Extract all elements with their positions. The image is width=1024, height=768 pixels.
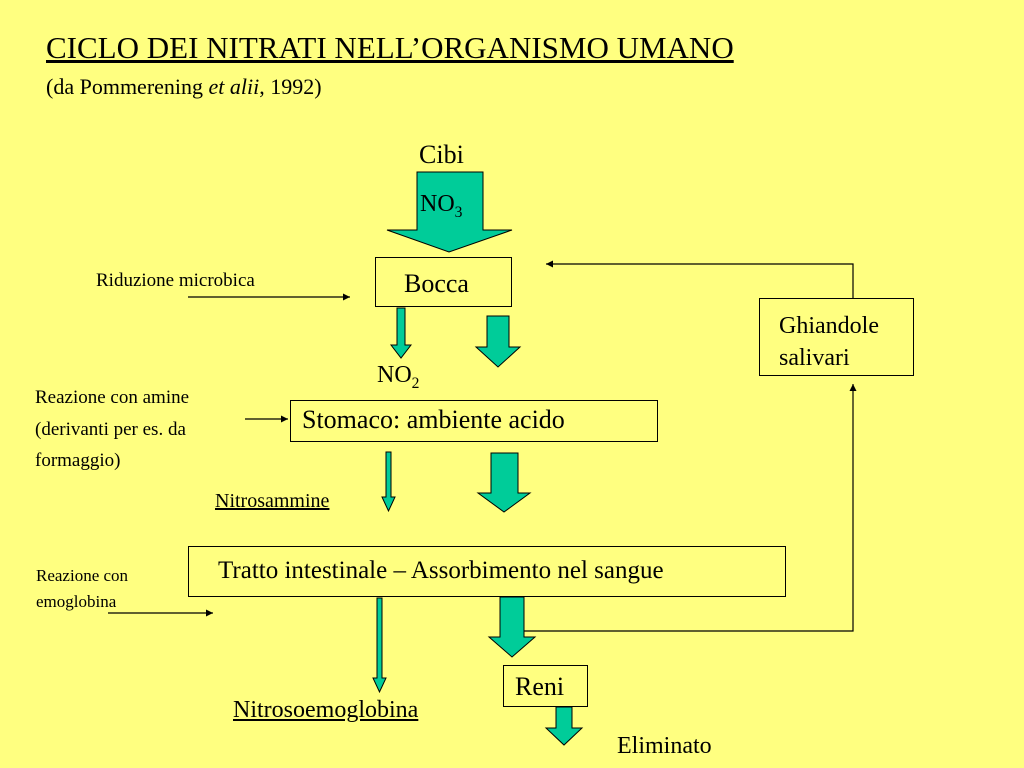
stomaco-label: Stomaco: ambiente acido xyxy=(302,405,565,434)
no3-subscript: 3 xyxy=(454,203,463,221)
no2-subscript: 2 xyxy=(411,374,420,392)
no2-label: NO2 xyxy=(377,362,419,393)
cibi-label: Cibi xyxy=(419,140,464,169)
no2-base: NO xyxy=(377,362,412,388)
emoglobina-label-line1: Reazione con xyxy=(36,566,129,585)
nitrosoemoglobina-label: Nitrosoemoglobina xyxy=(233,697,419,723)
amine-label-line1: Reazione con amine xyxy=(35,387,190,408)
ghiandole-box: Ghiandole salivari xyxy=(759,298,914,376)
subtitle-author: (da Pommerening xyxy=(46,74,209,99)
ghiandole-bocca-loop xyxy=(546,260,854,298)
ghiandole-line2: salivari xyxy=(779,345,850,371)
eliminato-label: Eliminato xyxy=(617,733,712,759)
no3-label: NO3 xyxy=(420,191,462,222)
bocca-label: Bocca xyxy=(404,269,469,298)
tratto-reni-arrow xyxy=(487,596,537,658)
reni-label: Reni xyxy=(515,672,565,701)
nitrosammine-thin-arrow xyxy=(381,451,396,513)
reni-box: Reni xyxy=(503,665,588,707)
bocca-stomaco-arrow xyxy=(474,315,522,368)
subtitle-year: , 1992) xyxy=(259,74,322,99)
tratto-label: Tratto intestinale – Assorbimento nel sa… xyxy=(218,557,664,584)
riduzione-label: Riduzione microbica xyxy=(96,270,255,291)
no3-base: NO xyxy=(420,191,455,217)
reni-eliminato-arrow xyxy=(544,706,584,746)
stomaco-tratto-arrow xyxy=(476,452,532,513)
subtitle: (da Pommerening et alii, 1992) xyxy=(46,74,322,100)
ghiandole-line1: Ghiandole xyxy=(779,313,879,339)
tratto-ghiandole-loop xyxy=(524,384,857,632)
nitrosammine-label: Nitrosammine xyxy=(215,490,330,512)
amine-label-line2: (derivanti per es. da xyxy=(35,419,186,440)
page-title: CICLO DEI NITRATI NELL’ORGANISMO UMANO xyxy=(46,30,734,65)
tratto-box: Tratto intestinale – Assorbimento nel sa… xyxy=(188,546,786,597)
subtitle-etalii: et alii xyxy=(208,74,260,99)
emoglobina-label-line2: emoglobina xyxy=(36,592,117,611)
bocca-box: Bocca xyxy=(375,257,512,307)
nitrosoemoglobina-thin-arrow xyxy=(372,597,387,694)
amine-label-line3: formaggio) xyxy=(35,450,121,471)
no2-thin-arrow xyxy=(389,307,413,359)
stomaco-box: Stomaco: ambiente acido xyxy=(290,400,658,442)
food-input-arrow xyxy=(386,171,513,253)
